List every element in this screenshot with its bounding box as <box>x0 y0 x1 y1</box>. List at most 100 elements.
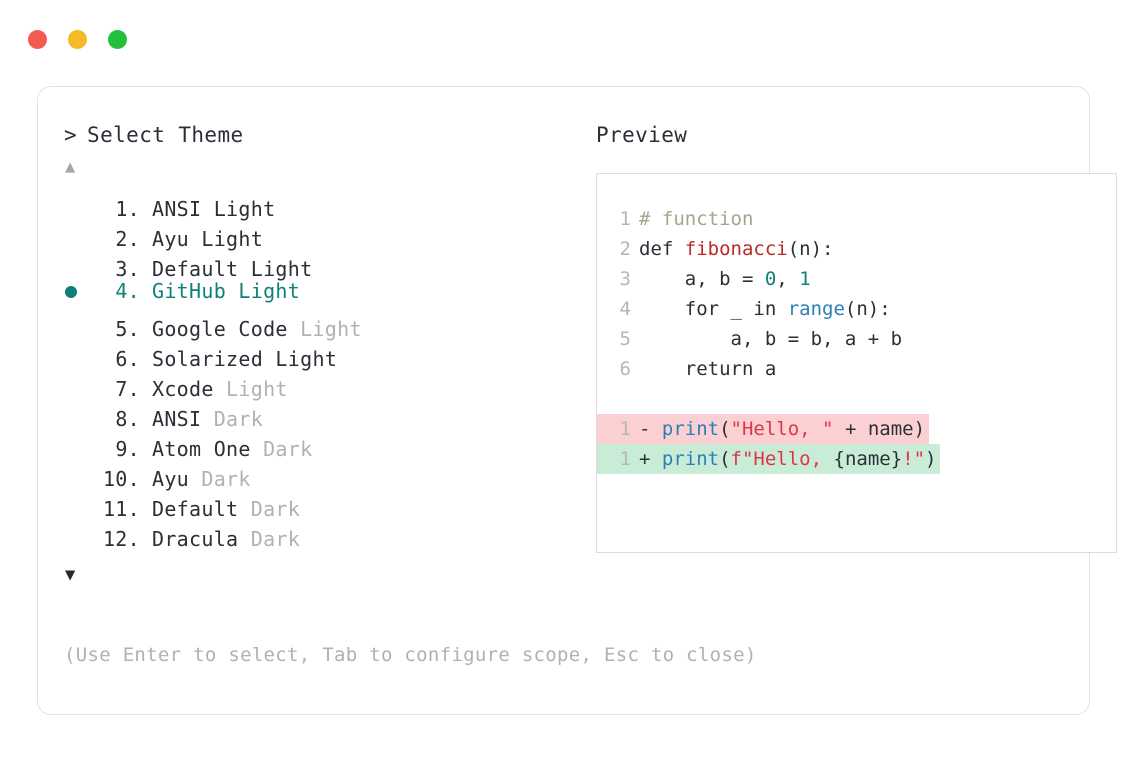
code-token-plain: a, b = b, a + b <box>639 328 903 350</box>
selection-bullet-cell <box>64 426 94 456</box>
code-token-plain: (n): <box>787 238 834 260</box>
code-token-plain: ) <box>925 448 937 470</box>
theme-item-index: 2. <box>115 227 140 251</box>
code-line-number: 2 <box>619 238 631 260</box>
selection-bullet-cell <box>64 486 94 516</box>
theme-item-variant: Dark <box>263 437 313 461</box>
code-token-str: "Hello, " <box>730 418 834 440</box>
theme-item-name: ANSI Light <box>152 197 276 221</box>
code-token-plain: def <box>639 238 685 260</box>
code-line-content: def fibonacci(n): <box>639 234 833 264</box>
diff-line-plus: 1+ print(f"Hello, {name}!") <box>597 444 941 474</box>
theme-list-item[interactable]: 5. Google Code Light <box>64 306 534 341</box>
code-line-content: for _ in range(n): <box>639 294 891 324</box>
theme-item-name: Default Dark <box>152 497 301 521</box>
theme-item-name: Atom One Dark <box>152 437 313 461</box>
code-token-str: f"Hello, <box>730 448 834 470</box>
theme-item-name: Solarized Light <box>152 347 338 371</box>
theme-list-item[interactable]: 4. GitHub Light <box>64 276 534 306</box>
theme-item-index: 6. <box>115 347 140 371</box>
diff-line-number: 1 <box>619 418 631 440</box>
theme-list-item[interactable]: 2. Ayu Light <box>64 216 534 251</box>
code-token-fn: fibonacci <box>684 238 788 260</box>
page-title: Select Theme <box>87 123 244 147</box>
selection-bullet-cell <box>64 366 94 396</box>
theme-item-name: Ayu Dark <box>152 467 251 491</box>
theme-item-index: 3. <box>115 257 140 281</box>
code-line-number: 4 <box>619 298 631 320</box>
code-blank-line <box>597 384 1116 414</box>
code-token-plain: for _ in <box>639 298 788 320</box>
theme-list-item[interactable]: 7. Xcode Light <box>64 366 534 401</box>
close-button[interactable] <box>28 30 47 49</box>
code-line-content: # function <box>639 204 753 234</box>
selection-bullet-cell <box>64 216 94 246</box>
theme-list-item[interactable]: 8.ANSI Dark <box>64 396 534 431</box>
theme-item-index: 5. <box>115 317 140 341</box>
theme-item-variant: Light <box>201 227 264 251</box>
diff-sign: - <box>639 418 662 440</box>
select-theme-header: > Select Theme <box>64 123 534 147</box>
theme-item-name: GitHub Light <box>152 279 301 303</box>
theme-list-item[interactable]: 9.Atom One Dark <box>64 426 534 461</box>
code-token-comment: # function <box>639 208 754 230</box>
selection-bullet-cell <box>64 186 94 216</box>
selection-bullet-cell <box>64 396 94 426</box>
code-token-plain: , <box>776 268 800 290</box>
code-token-plain: a, b = <box>639 268 765 290</box>
code-token-plain: {name} <box>833 448 903 470</box>
theme-item-name: Google Code Light <box>152 317 362 341</box>
theme-item-name: Ayu Light <box>152 227 264 251</box>
code-line-number: 6 <box>619 358 631 380</box>
code-token-plain: ( <box>719 448 731 470</box>
preview-label: Preview <box>596 123 688 147</box>
theme-item-variant: Light <box>300 317 362 341</box>
code-token-plain: return a <box>639 358 777 380</box>
theme-item-index: 4. <box>115 279 140 303</box>
diff-line-content: + print(f"Hello, {name}!") <box>639 444 940 474</box>
theme-list-item[interactable]: 11.Default Dark <box>64 486 534 521</box>
selection-bullet-cell <box>64 516 94 546</box>
diff-line-content: - print("Hello, " + name) <box>639 414 929 444</box>
theme-list-item[interactable]: 6. Solarized Light <box>64 336 534 371</box>
theme-item-index: 1. <box>115 197 140 221</box>
code-token-plain: + name) <box>833 418 926 440</box>
theme-list-column: > Select Theme ▲ 1. ANSI Light 2. Ayu Light… <box>64 123 534 588</box>
theme-picker-card: > Select Theme ▲ 1. ANSI Light 2. Ayu Light… <box>37 86 1117 715</box>
diff-sign: + <box>639 448 662 470</box>
theme-list-item[interactable]: 12.Dracula Dark <box>64 516 534 551</box>
code-line: 5 a, b = b, a + b <box>597 324 1116 354</box>
theme-list-item[interactable]: 10.Ayu Dark <box>64 456 534 491</box>
keyboard-hint: (Use Enter to select, Tab to configure s… <box>64 644 757 666</box>
theme-item-variant: Light <box>226 377 288 401</box>
selection-bullet-cell <box>64 277 94 307</box>
code-token-builtin: print <box>661 418 720 440</box>
code-token-builtin: range <box>787 298 845 320</box>
theme-item-name: Dracula Dark <box>152 527 301 551</box>
code-line: 6 return a <box>597 354 1116 384</box>
theme-item-variant: Light <box>250 257 313 281</box>
code-line: 4 for _ in range(n): <box>597 294 1116 324</box>
code-line-number: 1 <box>619 208 631 230</box>
selection-bullet-cell <box>64 336 94 366</box>
scroll-down-arrow-icon[interactable]: ▼ <box>65 565 76 585</box>
theme-item-index: 7. <box>115 377 140 401</box>
code-line: 3 a, b = 0, 1 <box>597 264 1116 294</box>
theme-item-variant: Dark <box>250 527 301 551</box>
code-token-builtin: print <box>661 448 720 470</box>
code-line-content: a, b = b, a + b <box>639 324 903 354</box>
diff-line-minus: 1- print("Hello, " + name) <box>597 414 930 444</box>
theme-item-variant: Dark <box>201 467 251 491</box>
minimize-button[interactable] <box>68 30 87 49</box>
code-token-num: 1 <box>799 268 811 290</box>
theme-list-item[interactable]: 3.Default Light <box>64 246 534 281</box>
theme-item-variant: Light <box>238 279 301 303</box>
theme-list-item[interactable]: 1. ANSI Light <box>64 186 534 221</box>
code-token-plain: ( <box>719 418 731 440</box>
theme-item-name: Xcode Light <box>152 377 288 401</box>
scroll-up-arrow-icon[interactable]: ▲ <box>65 157 76 177</box>
theme-item-variant: Dark <box>250 497 301 521</box>
maximize-button[interactable] <box>108 30 127 49</box>
